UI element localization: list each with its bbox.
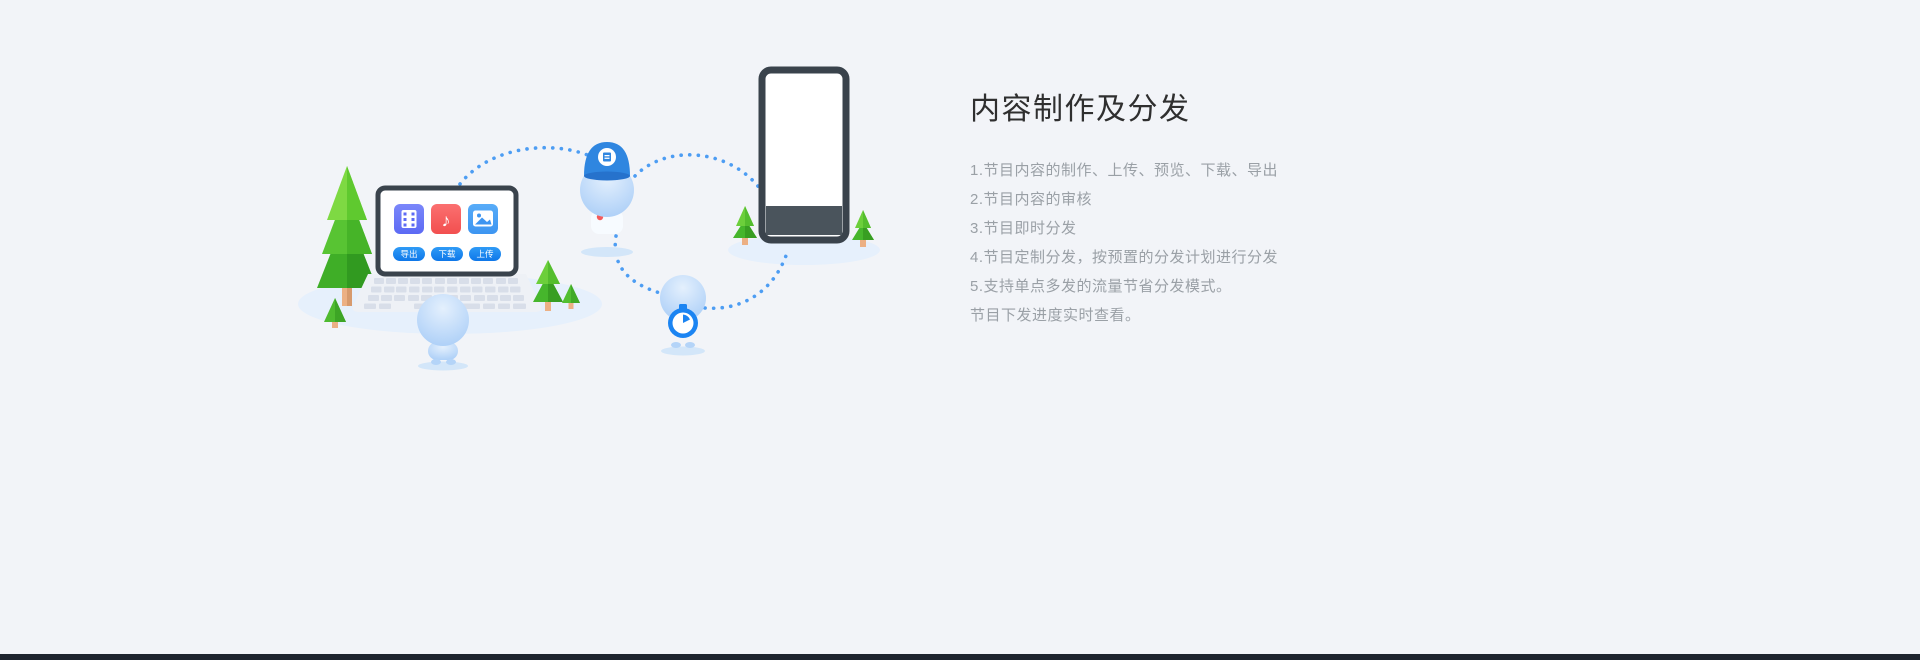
upload-button-label: 上传 [476,249,494,259]
user-character [417,294,469,371]
user-character-shadow [418,361,468,371]
section-title: 内容制作及分发 [970,93,1191,126]
feature-item: 5.支持单点多发的流量节省分发模式。 [970,278,1232,295]
kiosk-tree-right [852,210,874,247]
timer-character [660,275,706,356]
signage-screen-base [766,206,842,235]
dotted-connections [458,145,790,310]
small-tree-mid-2 [562,284,580,309]
kiosk-tree-left [733,206,757,245]
music-icon: ♪ [431,204,461,234]
small-tree-mid-1 [533,260,563,311]
courier-cap [584,142,630,181]
upload-button: 上传 [469,247,501,261]
laptop-keyboard [352,274,542,312]
laptop-screen: ♪ 导出 下载 上传 [375,185,519,277]
ground-shadow-kiosk [728,235,880,265]
download-button-label: 下载 [438,249,456,259]
download-button: 下载 [431,247,463,261]
stopwatch-icon [668,304,698,338]
feature-item: 1.节目内容的制作、上传、预览、下载、导出 [970,162,1279,179]
export-button: 导出 [393,247,425,261]
image-icon [468,204,498,234]
feature-item: 3.节目即时分发 [970,220,1077,237]
feature-item: 节目下发进度实时查看。 [970,307,1141,324]
footer-bar [0,654,1920,660]
timer-character-shadow [661,346,705,356]
feature-list: 1.节目内容的制作、上传、预览、下载、导出 2.节目内容的审核 3.节目即时分发… [970,156,1530,330]
signage-screen [758,66,850,244]
content-distribution-illustration: ♪ 导出 下载 上传 [298,66,880,371]
courier-character [580,142,634,257]
dotted-path-courier-kiosk [633,153,763,192]
feature-item: 2.节目内容的审核 [970,191,1093,208]
courier-character-shadow [581,247,633,257]
music-note-glyph: ♪ [442,211,451,231]
cap-badge-icon [598,148,616,166]
small-tree-left [324,298,346,328]
feature-item: 4.节目定制分发，按预置的分发计划进行分发 [970,249,1279,266]
big-tree [317,166,377,306]
export-button-label: 导出 [400,249,417,259]
laptop-buttons: 导出 下载 上传 [393,247,501,261]
video-icon [394,204,424,234]
dotted-path-laptop-courier [458,145,592,186]
feature-section: 内容制作及分发 1.节目内容的制作、上传、预览、下载、导出 2.节目内容的审核 … [970,84,1530,330]
dotted-path-courier-timer [613,234,662,295]
